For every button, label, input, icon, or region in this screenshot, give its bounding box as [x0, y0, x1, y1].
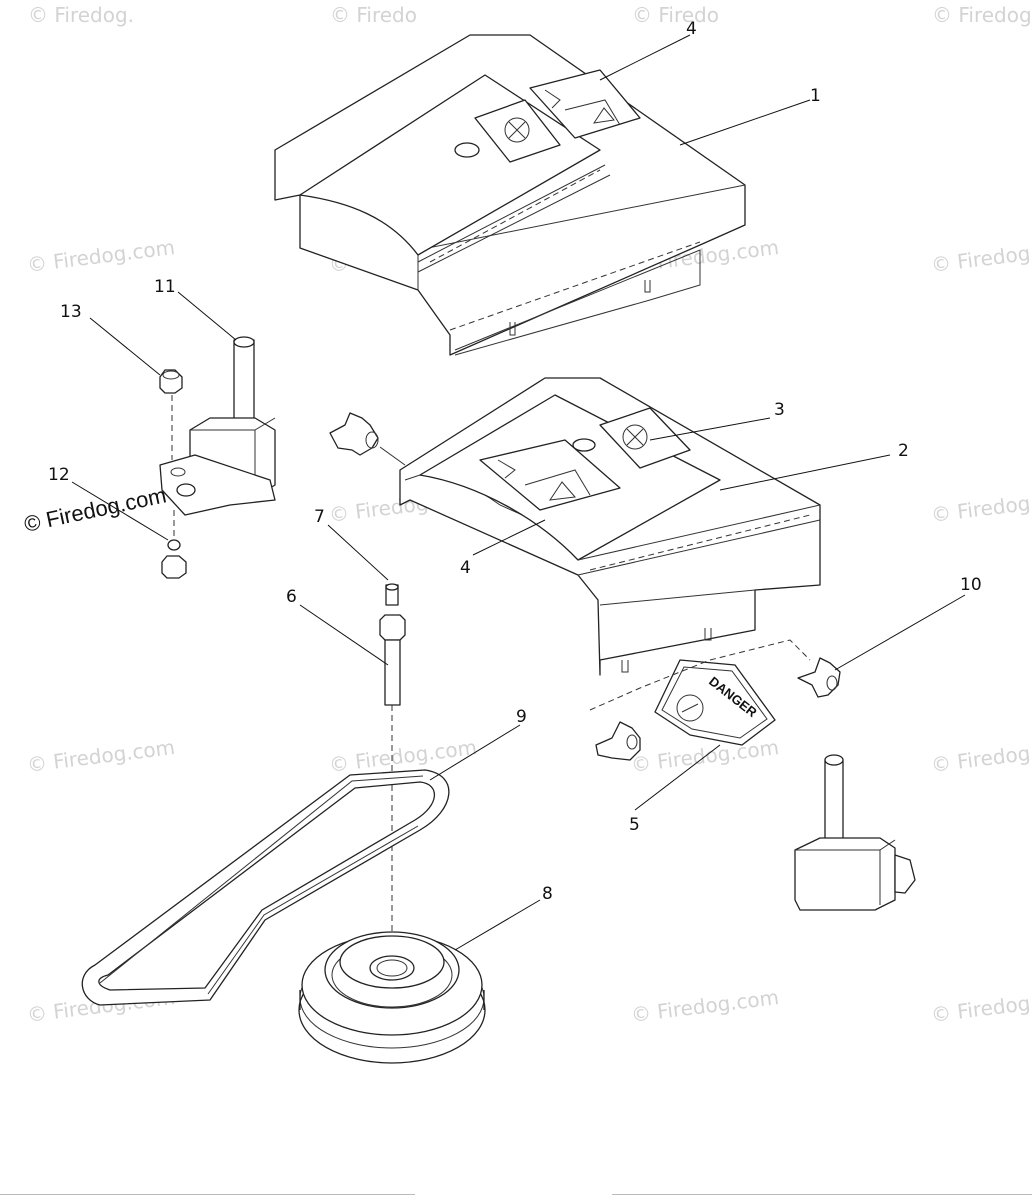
belt-cover-upper — [274, 34, 746, 356]
watermark-text: © Firedog — [932, 3, 1032, 27]
callout-9: 9 — [516, 707, 527, 727]
callout-4: 4 — [686, 19, 697, 39]
belt-cover-lower — [399, 377, 821, 676]
callout-11: 11 — [154, 277, 176, 297]
callout-4: 4 — [460, 558, 471, 578]
callout-8: 8 — [542, 884, 553, 904]
alignment-line — [589, 639, 811, 711]
watermark-text: © Firedog.com — [328, 735, 479, 777]
callout-3: 3 — [774, 400, 785, 420]
callouts: 1 4 3 2 4 5 10 6 7 9 8 11 13 12 — [48, 19, 982, 904]
shaft-bolt — [379, 583, 406, 706]
watermark-text: © Firedog.com — [26, 735, 177, 777]
callout-12: 12 — [48, 465, 70, 485]
wing-knob — [797, 657, 841, 698]
pulley — [298, 931, 486, 1064]
callout-7: 7 — [314, 507, 325, 527]
watermark-text: © Firedog.com — [930, 485, 1032, 527]
callout-13: 13 — [60, 302, 82, 322]
callout-10: 10 — [960, 575, 982, 595]
watermark-text: © Firedo — [632, 3, 719, 27]
watermark-text: © Firedog.com — [26, 235, 177, 277]
watermark-text: © Firedog.com — [930, 235, 1032, 277]
wing-knob — [329, 412, 406, 466]
watermark-strong: © Firedog.com — [22, 482, 169, 537]
bottom-rule-left — [0, 1194, 415, 1195]
callout-5: 5 — [629, 815, 640, 835]
watermark-text: © Firedog.com — [930, 735, 1032, 777]
danger-decal: DANGER — [654, 659, 776, 746]
bottom-rule-right — [612, 1194, 1032, 1195]
watermark-text: © Firedog.com — [630, 985, 781, 1027]
watermark-text: © Firedog.com — [930, 985, 1032, 1027]
callout-6: 6 — [286, 587, 297, 607]
watermark-text: © Firedo — [330, 3, 417, 27]
idler-bracket-right — [794, 754, 916, 911]
wing-knob — [595, 721, 641, 761]
idler-bracket-assembly — [159, 336, 276, 579]
callout-2: 2 — [898, 441, 909, 461]
watermark-text: © Firedog. — [28, 3, 134, 27]
callout-1: 1 — [810, 86, 821, 106]
leader-lines — [71, 34, 966, 951]
